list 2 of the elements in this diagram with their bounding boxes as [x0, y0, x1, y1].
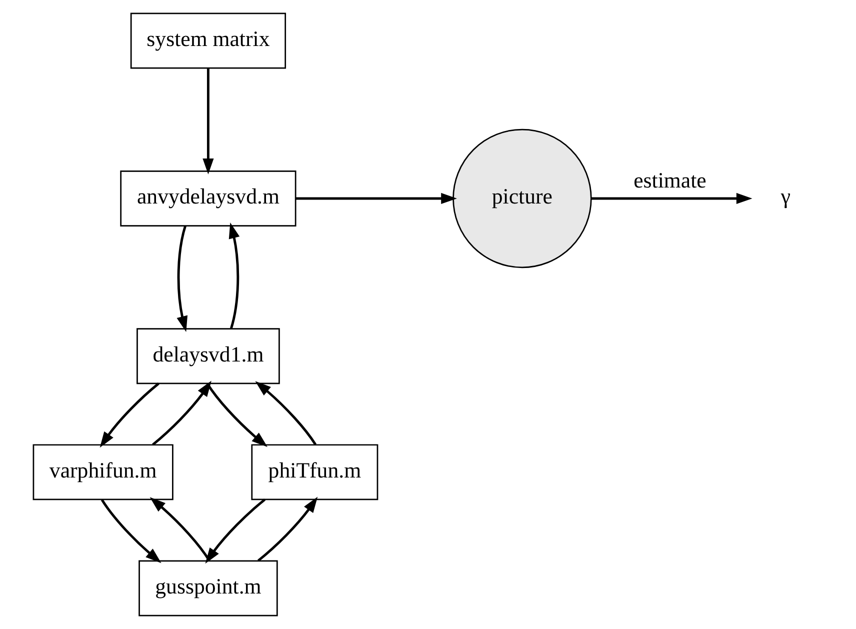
- edge-label: estimate: [634, 168, 706, 192]
- node-text: γ: [780, 184, 791, 209]
